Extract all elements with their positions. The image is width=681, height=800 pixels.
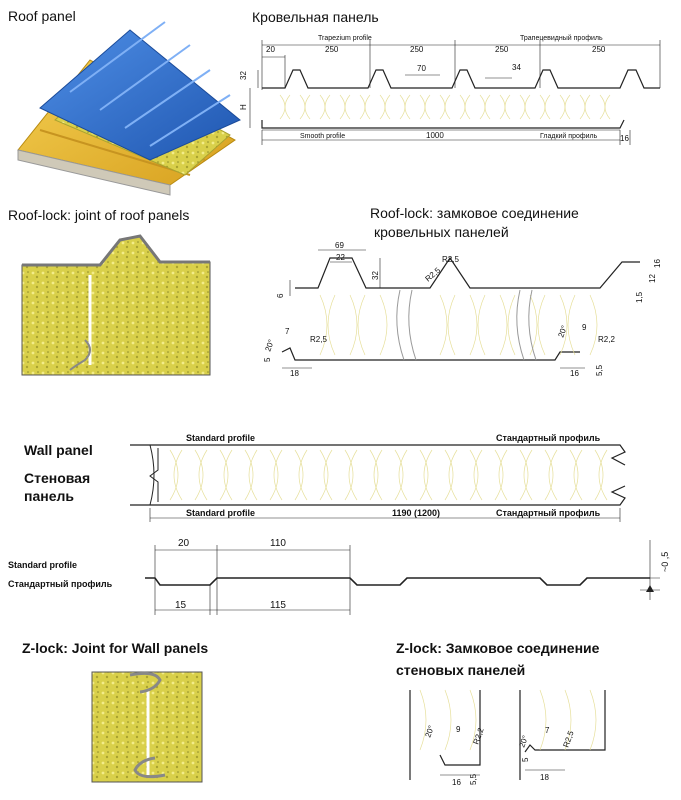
roof-panel-title-ru: Кровельная панель — [252, 9, 379, 25]
dim-34: 34 — [512, 63, 521, 72]
dim-115: 115 — [270, 600, 286, 611]
wall-std-profile-top: Standard profile — [186, 433, 256, 443]
dim-18: 18 — [290, 369, 299, 378]
trapezium-label-ru: Трапецевидный профиль — [520, 34, 603, 42]
wall-std-profile-bottom-ru: Стандартный профиль — [496, 508, 601, 518]
roof-lock-title-ru-1: Roof-lock: замковое соединение — [370, 205, 579, 221]
z-lock-photo — [91, 671, 203, 783]
roof-lock-title-ru-2: кровельных панелей — [374, 224, 509, 240]
roof-panel-illustration — [17, 21, 241, 196]
roof-panel-title: Roof panel — [8, 8, 76, 24]
z-lock-title-ru-1: Z-lock: Замковое соединение — [396, 640, 600, 656]
wall-panel-title-ru-1: Стеновая — [24, 470, 91, 486]
z-lock-title-ru-2: стеновых панелей — [396, 662, 526, 678]
dim-9z: 9 — [456, 725, 461, 734]
dim-69: 69 — [335, 241, 344, 250]
wall-panel-drawing — [130, 444, 626, 522]
dim-r22: R2,2 — [598, 335, 615, 344]
dim-7z: 7 — [545, 726, 550, 735]
wall-width-label: 1190 (1200) — [392, 508, 441, 518]
dim-16: 16 — [620, 134, 629, 143]
trapezium-label: Trapezium profile — [318, 35, 372, 42]
dim-16d: 16 — [570, 369, 579, 378]
dim-r25z: R2,5 — [561, 729, 575, 748]
dim-r22z: R2,2 — [471, 726, 485, 745]
dim-32: 32 — [239, 71, 248, 80]
dim-32b: 32 — [371, 271, 380, 280]
roof-lock-photo — [21, 234, 211, 376]
profile-label-en: Standard profile — [8, 560, 78, 570]
dim-1000: 1000 — [426, 131, 444, 140]
dim-250d: 250 — [592, 45, 606, 54]
dim-250c: 250 — [495, 45, 509, 54]
dim-18z: 18 — [540, 773, 549, 782]
ang-20b: 20° — [556, 324, 569, 338]
dim-6: 6 — [276, 293, 285, 298]
dim-15w: 15 — [175, 600, 187, 611]
dim-22: 22 — [336, 253, 345, 262]
dim-9: 9 — [582, 323, 587, 332]
ang-20z2: 20° — [517, 734, 530, 748]
dim-7: 7 — [285, 327, 290, 336]
dim-20: 20 — [266, 45, 275, 54]
ang-20a: 20° — [263, 338, 276, 352]
dim-250b: 250 — [410, 45, 424, 54]
z-lock-drawing — [409, 689, 606, 780]
profile-label-ru: Стандартный профиль — [8, 579, 113, 589]
dim-5z: 5 — [521, 757, 530, 762]
wall-std-profile-top-ru: Стандартный профиль — [496, 433, 601, 443]
dim-h: H — [239, 104, 248, 110]
ang-20z1: 20° — [423, 724, 436, 738]
dim-55: 5,5 — [595, 364, 604, 376]
dim-16z: 16 — [452, 778, 461, 787]
dim-r25a: R2,5 — [442, 255, 459, 264]
z-lock-title: Z-lock: Joint for Wall panels — [22, 640, 209, 656]
dim-12: 12 — [648, 274, 657, 283]
dim-250a: 250 — [325, 45, 339, 54]
dim-5: 5 — [263, 357, 272, 362]
roof-lock-dims: 69 22 32 6 R2,5 R2,5 16 12 1,5 20° 7 R2,… — [263, 241, 662, 378]
dim-r25b: R2,5 — [424, 265, 443, 283]
wall-panel-title-ru-2: панель — [24, 488, 74, 504]
wall-panel-title: Wall panel — [24, 442, 93, 458]
dim-20w: 20 — [178, 538, 190, 549]
dim-110: 110 — [270, 538, 286, 549]
dim-15: 1,5 — [635, 291, 644, 303]
dim-16c: 16 — [653, 259, 662, 268]
dim-55z: 5,5 — [469, 773, 478, 785]
roof-panel-dims: 20 250 250 250 250 70 34 32 H 1000 16 Tr… — [239, 34, 629, 143]
dim-70: 70 — [417, 64, 426, 73]
wall-std-profile-bottom: Standard profile — [186, 508, 256, 518]
roof-lock-title: Roof-lock: joint of roof panels — [8, 207, 190, 223]
dim-05: ~0 ,5 — [660, 552, 670, 572]
smooth-label-ru: Гладкий профиль — [540, 132, 598, 140]
wall-profile-drawing — [145, 540, 660, 615]
dim-r25c: R2,5 — [310, 335, 327, 344]
roof-lock-drawing — [281, 249, 640, 369]
wall-profile-dims: 20 110 15 115 ~0 ,5 — [175, 538, 670, 611]
smooth-label: Smooth profile — [300, 133, 345, 140]
roof-panel-drawing — [249, 40, 661, 145]
z-lock-dims: 20° 9 R2,2 16 5,5 20° 7 R2,5 5 18 — [423, 724, 575, 787]
